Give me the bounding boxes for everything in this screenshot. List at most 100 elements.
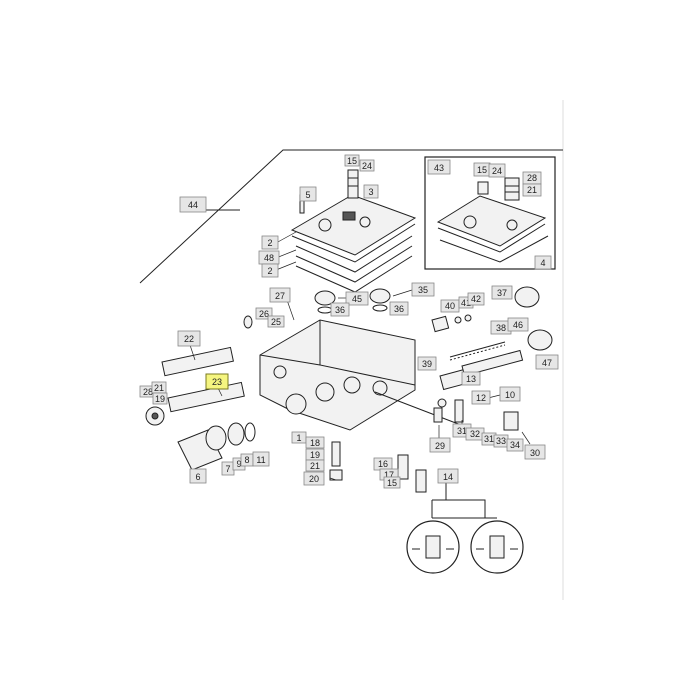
label-35: 35 (411, 282, 435, 297)
svg-text:28: 28 (143, 387, 153, 397)
inset-valve-spring (504, 177, 520, 201)
svg-text:1: 1 (296, 433, 301, 443)
svg-text:12: 12 (476, 393, 486, 403)
svg-text:43: 43 (434, 163, 444, 173)
label-30: 30 (524, 444, 546, 460)
inset-cover-plate (436, 195, 547, 247)
label-21: 21 (151, 381, 167, 394)
oring-36b (372, 304, 388, 312)
housing-bore-5 (273, 365, 287, 379)
label-4: 4 (534, 255, 552, 270)
svg-text:37: 37 (497, 288, 507, 298)
svg-text:30: 30 (530, 448, 540, 458)
label-43: 43 (427, 159, 451, 175)
label-25: 25 (267, 315, 285, 328)
fitting-18 (331, 441, 341, 467)
cap-37 (514, 286, 540, 308)
label-6: 6 (189, 468, 207, 484)
label-15: 15 (473, 162, 491, 177)
svg-text:46: 46 (513, 320, 523, 330)
label-44: 44 (179, 196, 207, 213)
svg-text:32: 32 (470, 429, 480, 439)
gasket-2-upper (295, 235, 413, 273)
svg-text:15: 15 (387, 478, 397, 488)
detail-fitting-right (489, 535, 505, 559)
svg-text:22: 22 (184, 334, 194, 344)
label-5: 5 (299, 186, 317, 202)
label-13: 13 (461, 371, 481, 386)
svg-text:13: 13 (466, 374, 476, 384)
ring-7 (205, 425, 227, 451)
spool-10 (461, 349, 524, 377)
label-19: 19 (305, 448, 325, 461)
svg-text:8: 8 (244, 455, 249, 465)
label-32: 32 (465, 427, 485, 441)
svg-text:7: 7 (225, 464, 230, 474)
label-19: 19 (152, 392, 168, 405)
svg-text:16: 16 (378, 459, 388, 469)
label-27: 27 (269, 287, 291, 303)
svg-text:24: 24 (492, 166, 502, 176)
cover-port-b (359, 216, 371, 228)
plug-35 (369, 288, 391, 304)
spool-23 (167, 381, 245, 413)
label-48: 48 (258, 250, 280, 265)
svg-text:34: 34 (510, 440, 520, 450)
inset-detail-frame (424, 156, 556, 270)
svg-text:6: 6 (195, 472, 200, 482)
inset-gasket (439, 235, 549, 263)
label-2: 2 (261, 235, 279, 250)
label-29: 29 (429, 437, 451, 453)
svg-text:36: 36 (335, 305, 345, 315)
svg-text:40: 40 (445, 301, 455, 311)
svg-text:39: 39 (422, 359, 432, 369)
label-34: 34 (506, 438, 524, 452)
ring-8 (227, 422, 245, 446)
top-cover-plate (290, 194, 417, 256)
oring-36a (317, 306, 333, 314)
svg-text:45: 45 (352, 294, 362, 304)
label-11: 11 (252, 451, 270, 467)
svg-text:4: 4 (540, 258, 545, 268)
cover-port-a (318, 218, 332, 232)
label-14: 14 (437, 468, 459, 484)
svg-text:21: 21 (310, 461, 320, 471)
svg-text:21: 21 (154, 383, 164, 393)
svg-text:36: 36 (394, 304, 404, 314)
label-18: 18 (305, 436, 325, 449)
svg-text:31: 31 (457, 426, 467, 436)
svg-text:19: 19 (310, 450, 320, 460)
plug-40 (431, 315, 450, 333)
housing-bore-2 (315, 382, 335, 402)
cap-47 (527, 329, 553, 351)
spring-3 (347, 169, 359, 199)
svg-text:11: 11 (256, 455, 265, 465)
label-8: 8 (240, 453, 254, 467)
label-1: 1 (291, 431, 307, 444)
svg-text:25: 25 (271, 317, 281, 327)
detail-fitting-left (425, 535, 441, 559)
svg-text:27: 27 (275, 291, 285, 301)
svg-text:18: 18 (310, 438, 320, 448)
label-21: 21 (305, 459, 325, 472)
svg-text:21: 21 (527, 185, 537, 195)
svg-text:33: 33 (496, 436, 506, 446)
label-33: 33 (493, 434, 509, 448)
fitting-15 (415, 469, 427, 493)
ring-11 (244, 422, 256, 442)
label-12: 12 (471, 390, 491, 405)
inset-port-2 (506, 219, 518, 231)
label-47: 47 (535, 354, 559, 370)
svg-text:9: 9 (236, 459, 241, 469)
label-26: 26 (255, 307, 273, 320)
top-cover-edge (291, 223, 416, 263)
label-20: 20 (303, 471, 325, 486)
label-2: 2 (261, 263, 279, 278)
svg-text:28: 28 (527, 173, 537, 183)
svg-text:15: 15 (477, 165, 487, 175)
svg-text:5: 5 (305, 190, 310, 200)
gasket-48 (295, 245, 413, 283)
label-21: 21 (522, 183, 542, 197)
